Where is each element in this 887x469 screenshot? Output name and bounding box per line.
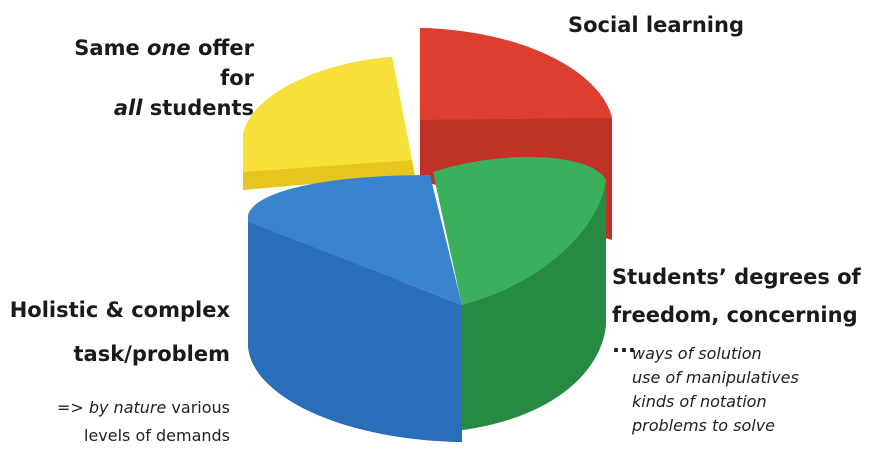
blue-pie-piece [248,175,462,442]
yellow-pie-piece [243,57,415,190]
label-by-nature-line2: levels of demands [84,426,230,445]
freedom-item: use of manipulatives [632,368,799,387]
green-pie-piece [433,157,606,430]
label-freedom-line1: Students’ degrees of [612,265,861,289]
label-students-freedom: Students’ degrees of freedom, concerning… [612,262,887,360]
label-freedom-line2: freedom, concerning ... [612,303,858,357]
freedom-item: ways of solution [632,344,762,363]
label-holistic-line2: task/problem [73,342,230,366]
label-same-offer: Same one offer for all students [36,33,254,123]
label-same-offer-line2: all students [113,96,254,120]
label-same-offer-line1: Same one offer for [74,36,254,90]
label-by-nature-line1: => by nature various [56,398,230,417]
label-social-learning: Social learning [568,13,744,37]
label-holistic-line1: Holistic & complex [9,298,230,322]
freedom-items-list: ways of solution use of manipulatives ki… [632,342,799,438]
freedom-item: kinds of notation [632,392,767,411]
label-holistic-task: Holistic & complex task/problem [4,295,230,369]
label-by-nature: => by nature various levels of demands [28,396,230,448]
freedom-item: problems to solve [632,416,776,435]
